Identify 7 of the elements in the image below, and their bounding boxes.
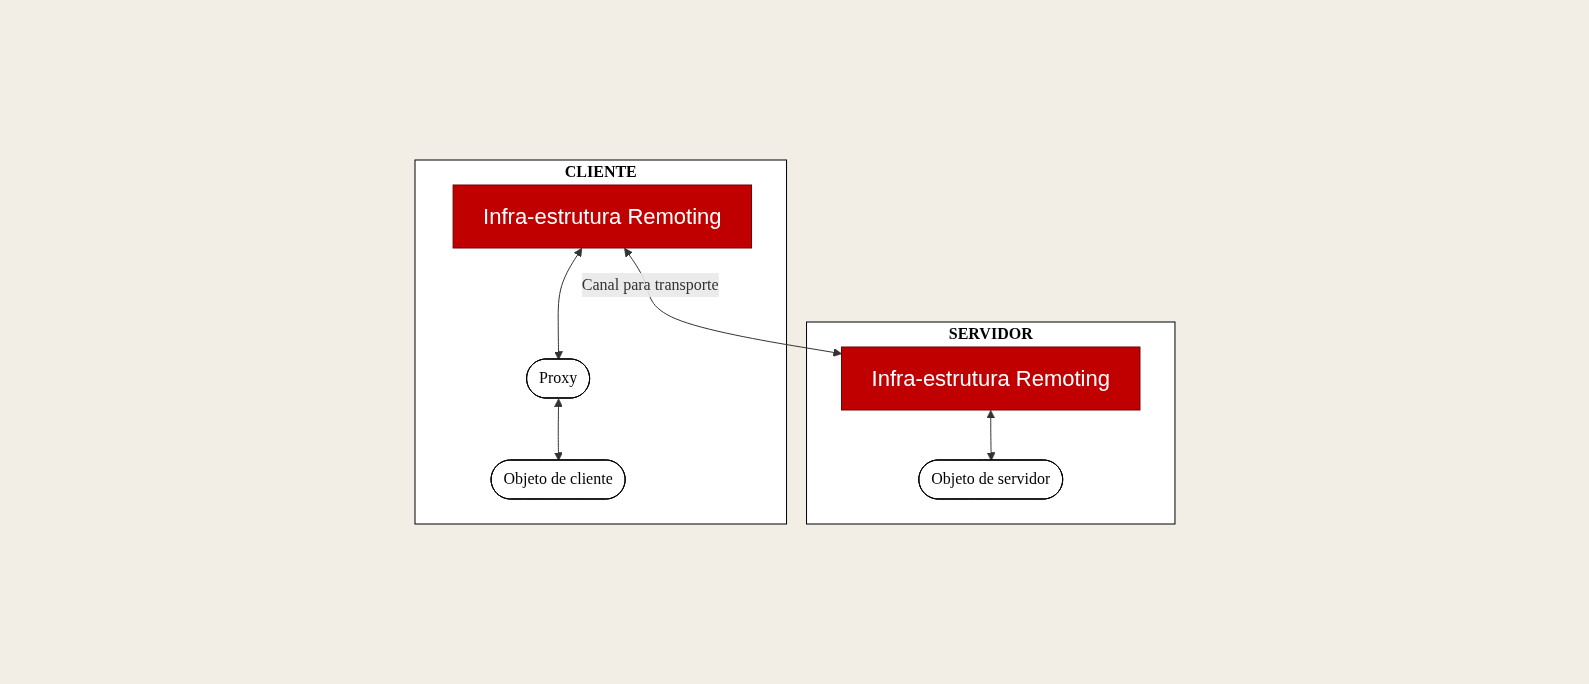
node-box: Infra-estrutura Remoting <box>452 184 752 249</box>
arrow <box>553 398 563 461</box>
arrow <box>623 247 842 357</box>
edge-label: Canal para transporte <box>581 276 719 293</box>
arrow <box>553 247 582 360</box>
arrow <box>985 410 995 461</box>
node-box: Infra-estrutura Remoting <box>840 346 1140 411</box>
